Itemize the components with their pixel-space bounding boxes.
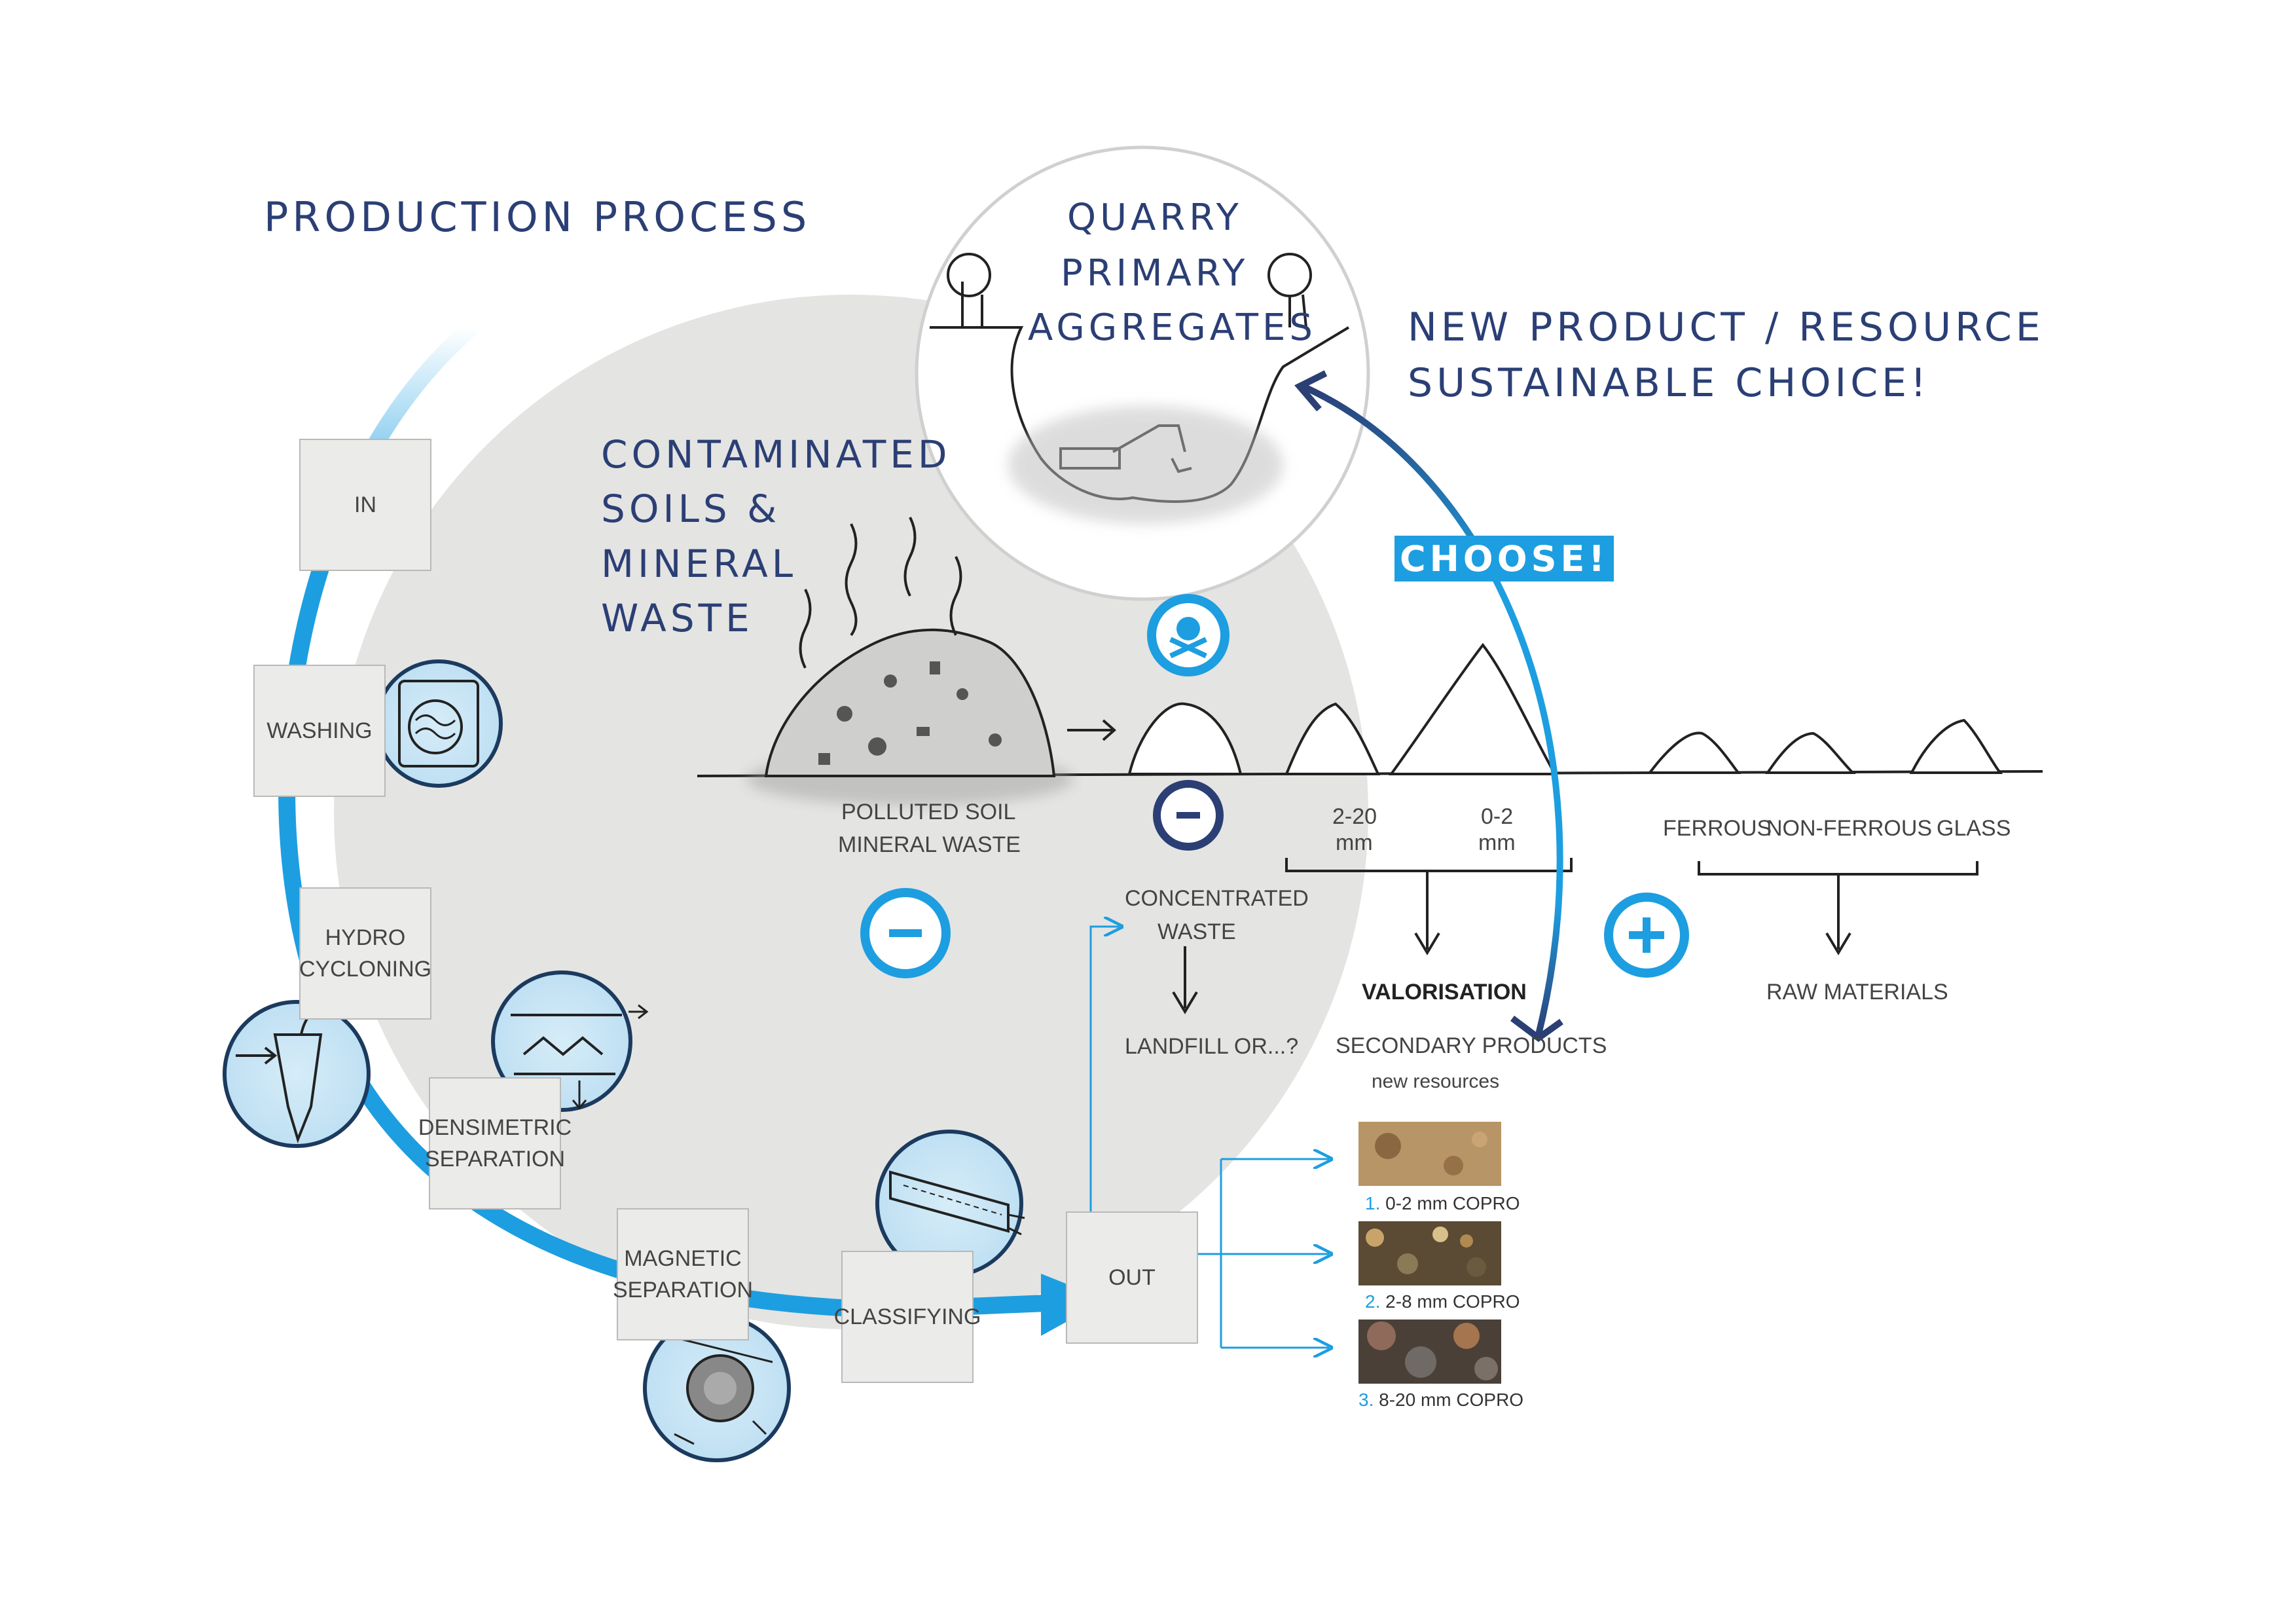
quarry-heading-3: AGGREGATES — [1028, 306, 1317, 349]
secondary-products-label: SECONDARY PRODUCTS — [1336, 1033, 1607, 1058]
product-num-2: 2. — [1365, 1291, 1381, 1312]
out-to-waste-line — [1089, 927, 1120, 1211]
heap-ferrous — [1647, 731, 1741, 774]
product-num-3: 3. — [1358, 1390, 1374, 1410]
polluted-label-1: POLLUTED SOIL — [841, 800, 1016, 824]
contaminated-heading-4: WASTE — [601, 596, 754, 640]
step-densimetric: DENSIMETRIC SEPARATION — [418, 1077, 572, 1209]
washing-machine-icon — [374, 659, 503, 788]
step-in: IN — [299, 439, 431, 571]
heap-non-ferrous — [1765, 731, 1856, 774]
step-classifying: CLASSIFYING — [834, 1251, 981, 1383]
step-washing-label: WASHING — [266, 718, 373, 743]
out-to-products — [1185, 1159, 1329, 1348]
step-magnetic-label-2: SEPARATION — [612, 1278, 754, 1302]
new-product-heading-2: SUSTAINABLE CHOICE! — [1408, 360, 1931, 406]
bracket-valorisation — [1285, 858, 1573, 955]
heaps — [1127, 642, 2003, 775]
new-product-heading-1: NEW PRODUCT / RESOURCE — [1408, 304, 2045, 350]
skull-crossbones-icon — [1169, 617, 1207, 659]
step-in-label: IN — [354, 492, 376, 517]
step-magnetic-label-1: MAGNETIC — [624, 1246, 742, 1271]
step-densimetric-label-2: SEPARATION — [424, 1147, 566, 1172]
landfill-arrow — [1172, 946, 1198, 1014]
ferrous-label: FERROUS — [1663, 816, 1772, 841]
quarry-heading-2: PRIMARY — [1061, 252, 1249, 295]
landfill-label: LANDFILL OR...? — [1125, 1034, 1299, 1059]
product-label-3: 8-20 mm COPRO — [1379, 1390, 1524, 1410]
step-classifying-label: CLASSIFYING — [833, 1304, 981, 1329]
heap-0-2 — [1389, 642, 1558, 775]
choose-arrow — [1301, 383, 1563, 1036]
contaminated-heading-3: MINERAL — [601, 542, 797, 586]
pile-fumes — [799, 517, 962, 669]
choose-arrowhead-bottom — [1510, 1016, 1563, 1043]
glass-label: GLASS — [1937, 816, 2011, 841]
concentrated-label-1: CONCENTRATED — [1125, 886, 1309, 911]
hydrocyclone-icon — [223, 1000, 371, 1148]
size-0-2-label-2: mm — [1478, 830, 1516, 855]
step-out: OUT — [1066, 1211, 1198, 1344]
product-caption-3: 3. 8-20 mm COPRO — [1358, 1390, 1523, 1411]
densimetric-icon — [491, 970, 649, 1112]
non-ferrous-label: NON-FERROUS — [1766, 816, 1933, 841]
step-hydro-cycloning: HYDRO CYCLONING — [299, 887, 431, 1020]
step-washing: WASHING — [253, 665, 386, 797]
quarry-heading-1: QUARRY — [1067, 196, 1243, 239]
product-photo-3 — [1358, 1320, 1501, 1384]
bracket-raw-materials — [1698, 861, 1978, 955]
step-densimetric-label-1: DENSIMETRIC — [418, 1115, 572, 1140]
size-2-20-label-2: mm — [1336, 830, 1373, 855]
magnetic-drum-icon — [643, 1314, 791, 1462]
raw-materials-label: RAW MATERIALS — [1766, 980, 1948, 1005]
product-label-2: 2-8 mm COPRO — [1385, 1291, 1520, 1312]
step-magnetic: MAGNETIC SEPARATION — [613, 1208, 753, 1340]
choose-arrowhead-top — [1294, 370, 1328, 412]
pile-debris — [818, 661, 1002, 765]
product-photo-2 — [1358, 1221, 1501, 1285]
page-title: PRODUCTION PROCESS — [264, 193, 811, 241]
polluted-label-2: MINERAL WASTE — [838, 832, 1021, 857]
new-resources-label: new resources — [1372, 1071, 1500, 1092]
size-2-20-label-1: 2-20 — [1332, 804, 1377, 829]
product-caption-2: 2. 2-8 mm COPRO — [1365, 1291, 1520, 1312]
polluted-pile — [764, 628, 1056, 777]
product-num-1: 1. — [1365, 1193, 1381, 1213]
step-hydro-label-2: CYCLONING — [299, 957, 432, 982]
concentrated-label-2: WASTE — [1157, 919, 1236, 944]
size-0-2-label-1: 0-2 — [1481, 804, 1514, 829]
pile-arrow — [1067, 719, 1117, 741]
contaminated-heading-1: CONTAMINATED — [601, 432, 951, 477]
heap-2-20 — [1285, 702, 1381, 775]
product-photo-1 — [1358, 1122, 1501, 1186]
contaminated-heading-2: SOILS & — [601, 487, 781, 531]
product-caption-1: 1. 0-2 mm COPRO — [1365, 1193, 1520, 1214]
choose-badge: CHOOSE! — [1394, 536, 1614, 581]
valorisation-label: VALORISATION — [1362, 980, 1527, 1005]
heap-waste — [1127, 702, 1243, 775]
product-label-1: 0-2 mm COPRO — [1385, 1193, 1520, 1213]
quarry-shadow — [1008, 406, 1283, 524]
heap-glass — [1909, 718, 2003, 774]
step-out-label: OUT — [1108, 1265, 1156, 1290]
step-hydro-label-1: HYDRO — [325, 925, 406, 950]
